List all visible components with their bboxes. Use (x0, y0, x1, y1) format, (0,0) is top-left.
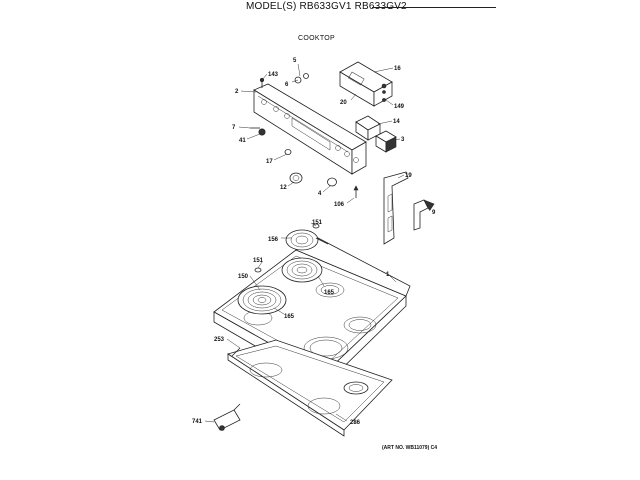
callout-14: 14 (393, 119, 400, 125)
callout-165-front: 165 (284, 314, 295, 320)
callout-12: 12 (280, 185, 287, 191)
callout-3: 3 (401, 137, 405, 143)
callout-17: 17 (266, 159, 273, 165)
side-trim (383, 171, 435, 245)
callout-7: 7 (232, 125, 236, 131)
callout-143: 143 (268, 72, 279, 78)
callout-5: 5 (293, 58, 297, 64)
callout-4: 4 (318, 191, 322, 197)
callout-41: 41 (239, 138, 246, 144)
callout-1: 1 (386, 272, 390, 278)
callout-165-right: 165 (324, 290, 335, 296)
wire-bracket (213, 403, 241, 431)
callout-286: 286 (350, 420, 361, 426)
leader-lines (204, 63, 431, 423)
callout-156: 156 (268, 237, 279, 243)
callout-151-upper: 151 (312, 220, 323, 226)
callout-20: 20 (340, 100, 347, 106)
callout-19: 19 (405, 173, 412, 179)
art-number: (ART NO. WB11079) C4 (382, 445, 438, 451)
callout-253: 253 (214, 337, 225, 343)
model-header: MODEL(S) RB633GV1 RB633GV2 (246, 1, 407, 12)
callout-149: 149 (394, 104, 405, 110)
callout-6: 6 (285, 82, 289, 88)
callout-741: 741 (192, 419, 203, 425)
infinite-switch (355, 115, 381, 141)
callout-9: 9 (432, 210, 436, 216)
header-rule (372, 7, 496, 8)
callout-labels: 5 143 6 16 2 20 149 14 7 41 3 17 12 19 4… (192, 58, 436, 426)
callout-16: 16 (394, 66, 401, 72)
callout-106: 106 (334, 202, 345, 208)
section-title: COOKTOP (298, 35, 335, 42)
callout-2: 2 (235, 89, 239, 95)
callout-151-lower: 151 (253, 258, 264, 264)
callout-150: 150 (238, 274, 249, 280)
terminal-block (375, 130, 397, 153)
backsplash-panel (253, 83, 367, 175)
clock-assembly (339, 61, 393, 107)
burner-box (227, 339, 393, 437)
